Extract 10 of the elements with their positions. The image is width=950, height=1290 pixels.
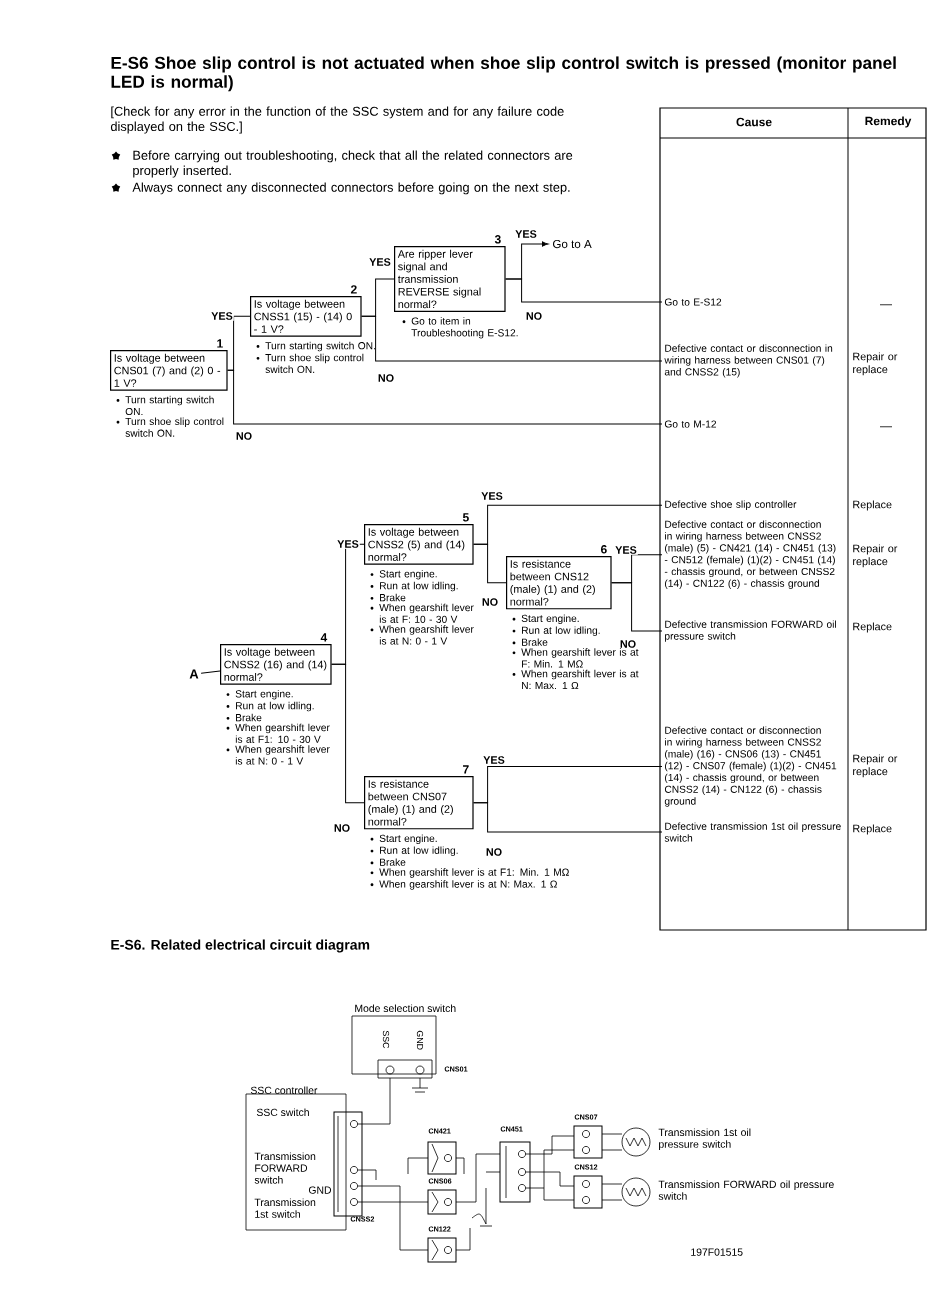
- connector-line: [200, 670, 221, 674]
- connector-line: [227, 315, 251, 371]
- connector-line: [505, 278, 663, 303]
- connector-line: [611, 582, 663, 632]
- connector-line: [473, 802, 663, 833]
- connector-line: [331, 663, 365, 804]
- page-title: E-S6 Shoe slip control is not actuated when shoe slip control switch is pressed (monitor panel LED is normal): [111, 56, 896, 92]
- connector-line: [361, 315, 663, 362]
- connector-line: [227, 369, 663, 425]
- connector-line: [473, 543, 507, 584]
